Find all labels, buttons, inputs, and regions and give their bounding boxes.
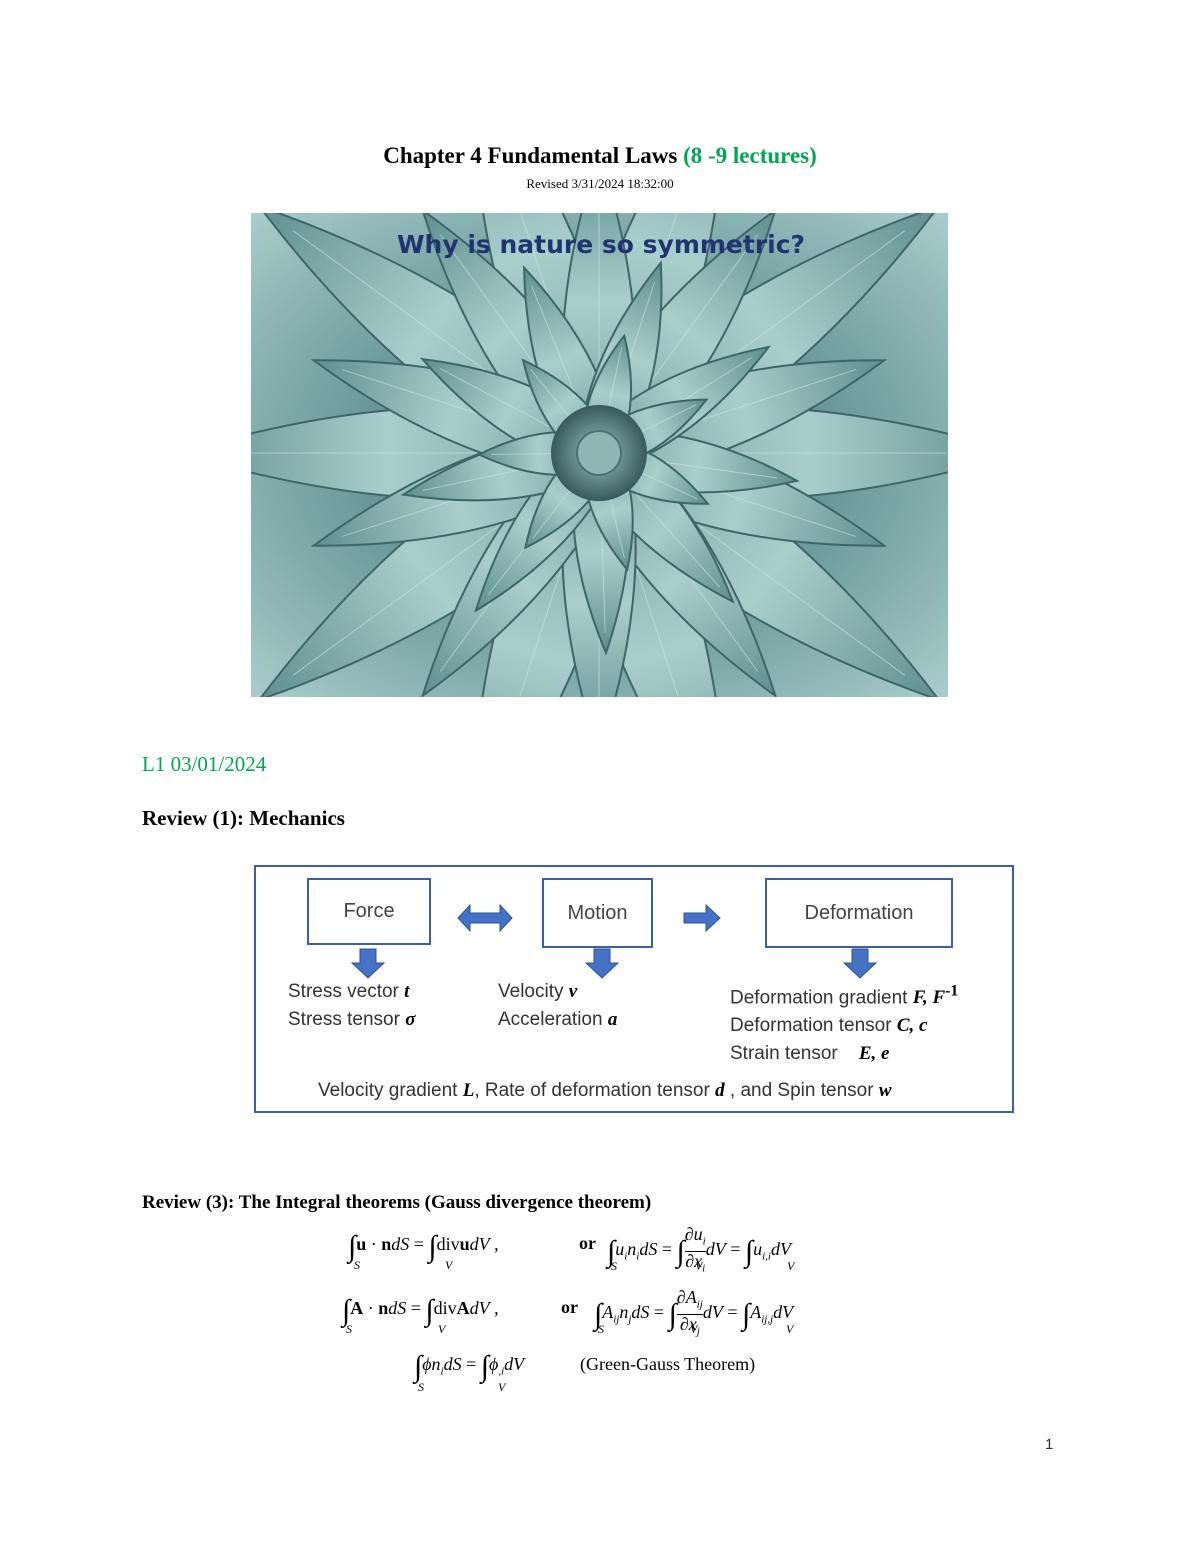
review1-heading: Review (1): Mechanics xyxy=(142,806,345,830)
green-gauss-label: (Green-Gauss Theorem) xyxy=(580,1354,756,1374)
deformation-tensor-item: Deformation tensor C, c xyxy=(730,1015,928,1037)
motion-list: Velocity v Acceleration a xyxy=(498,978,617,1034)
force-box: Force xyxy=(307,878,431,945)
title-lecture-count: (8 -9 lectures) xyxy=(683,143,817,168)
down-arrow-motion-icon xyxy=(584,948,620,979)
stress-tensor-item: Stress tensor σ xyxy=(288,1009,416,1030)
gauss-tensor-equation: ∫A · ndS = ∫divAdV , S V xyxy=(342,1294,499,1336)
agave-photo: Why is nature so symmetric? xyxy=(251,213,948,697)
agave-leaves xyxy=(251,213,948,697)
deformation-gradient-item: Deformation gradient F, F-1 xyxy=(730,983,959,1009)
revised-date: Revised 3/31/2024 18:32:00 xyxy=(526,176,674,191)
strain-tensor-item: Strain tensor E, e xyxy=(730,1043,890,1065)
velocity-gradient-line: Velocity gradient L, Rate of deformation… xyxy=(318,1080,892,1101)
stress-vector-item: Stress vector t xyxy=(288,981,410,1002)
photo-caption: Why is nature so symmetric? xyxy=(397,230,805,259)
mechanics-diagram: Force Motion Deformation Stress vector t… xyxy=(254,865,1014,1113)
velocity-item: Velocity v xyxy=(498,981,578,1002)
gauss-vector-equation: ∫u · ndS = ∫divudV , S V xyxy=(348,1230,499,1272)
acceleration-item: Acceleration a xyxy=(498,1009,618,1030)
deformation-box: Deformation xyxy=(765,878,953,948)
page-number: 1 xyxy=(1045,1436,1054,1453)
title-text: Chapter 4 Fundamental Laws xyxy=(383,143,678,168)
motion-box: Motion xyxy=(542,878,653,948)
diagram-arrows xyxy=(350,903,878,979)
page-title: Chapter 4 Fundamental Laws (8 -9 lecture… xyxy=(0,143,1200,169)
review3-heading: Review (3): The Integral theorems (Gauss… xyxy=(142,1192,652,1213)
down-arrow-deformation-icon xyxy=(842,948,878,979)
lecture-label: L1 03/01/2024 xyxy=(142,752,267,776)
right-arrow-icon xyxy=(683,903,721,933)
down-arrow-force-icon xyxy=(350,948,386,979)
force-list: Stress vector t Stress tensor σ xyxy=(288,978,415,1034)
or-label-1: or xyxy=(579,1233,596,1253)
deformation-list: Deformation gradient F, F-1 Deformation … xyxy=(730,978,958,1068)
double-arrow-icon xyxy=(457,903,513,933)
green-gauss-equation: ∫ϕnidS = ∫ϕ,idV S V xyxy=(414,1350,525,1394)
agave-illustration: Why is nature so symmetric? xyxy=(251,213,948,697)
or-label-2: or xyxy=(561,1297,578,1317)
